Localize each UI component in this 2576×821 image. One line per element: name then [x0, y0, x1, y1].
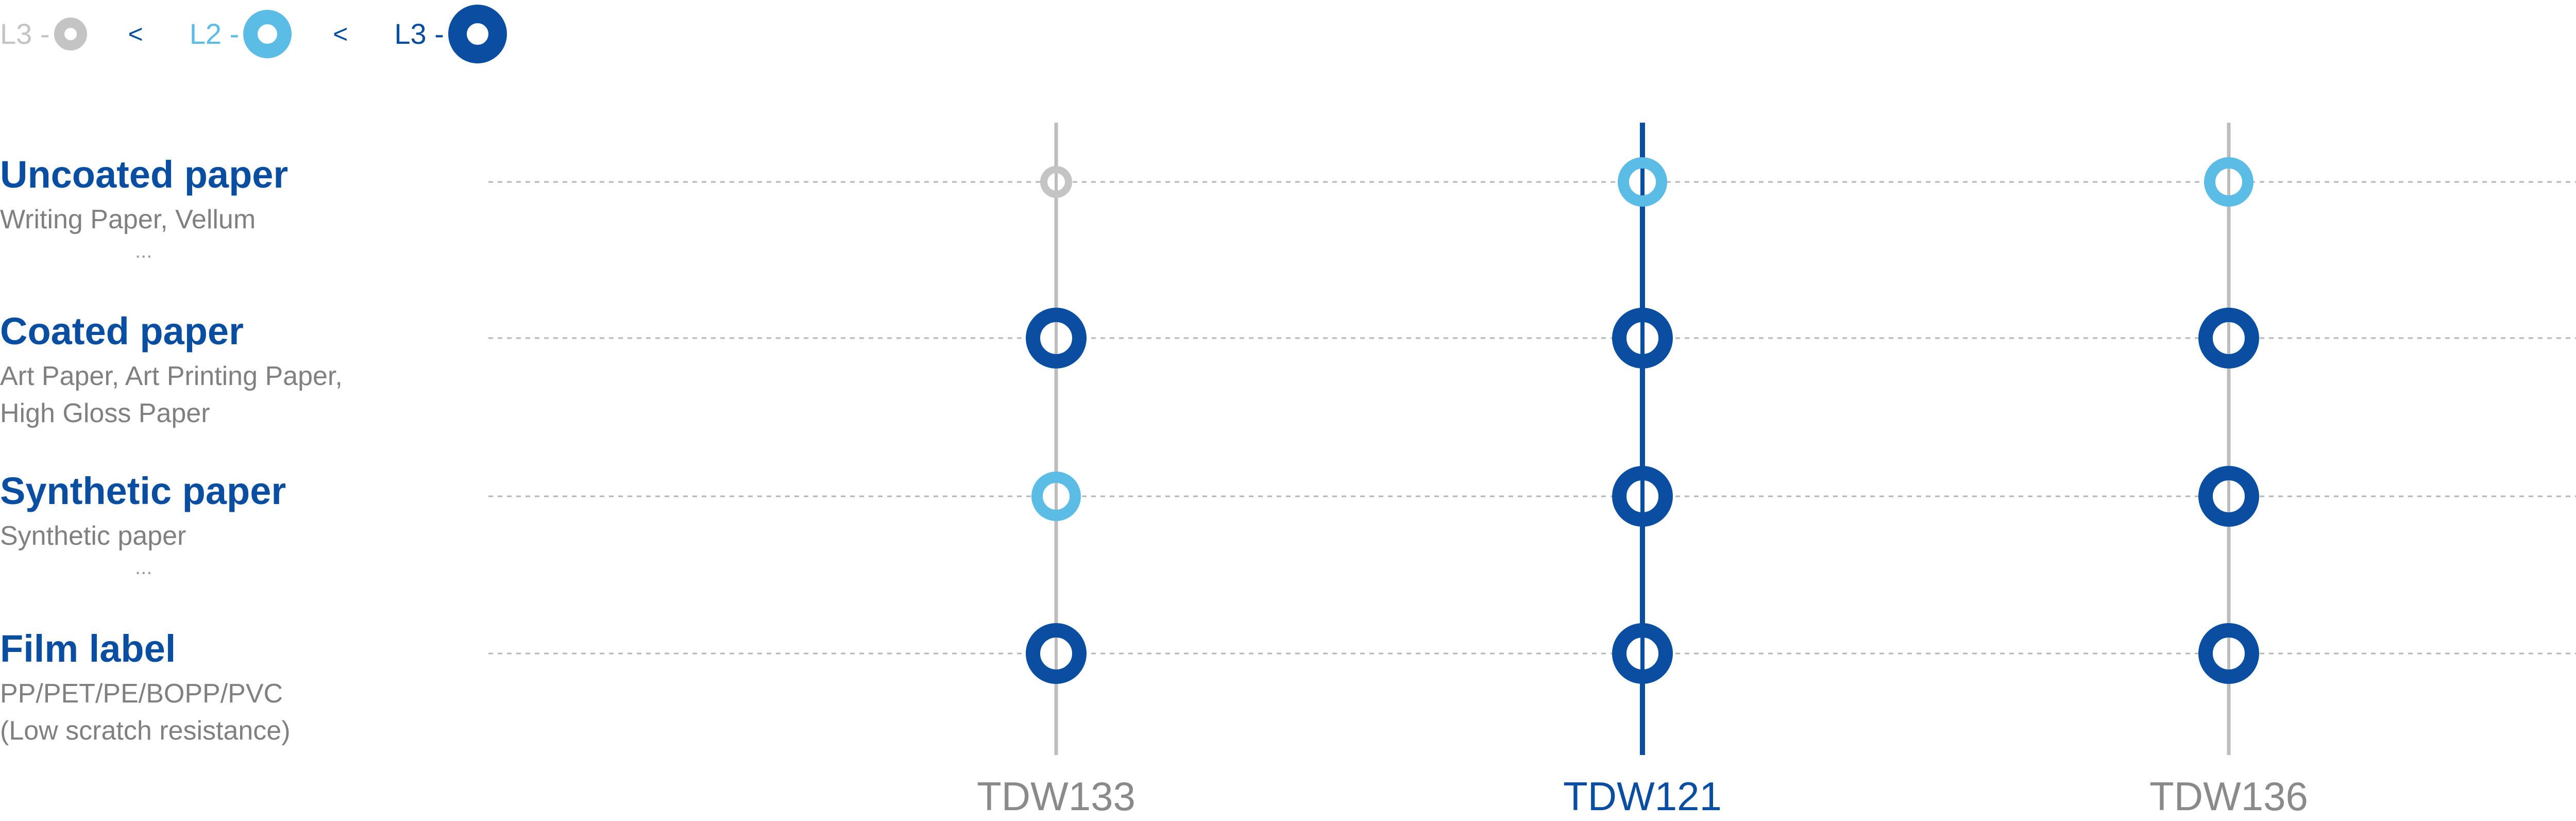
- legend-label-high: L3 -: [394, 18, 444, 50]
- row-subtitle: Synthetic paper: [0, 521, 187, 551]
- legend: L3 - < L2 - < L3 -: [0, 5, 507, 63]
- legend-item-low: L3 -: [0, 18, 87, 51]
- row-more: ...: [135, 556, 152, 579]
- legend-item-mid: L2 -: [190, 10, 292, 58]
- row-subtitle: High Gloss Paper: [0, 398, 210, 428]
- row-title: Film label: [0, 627, 176, 670]
- row-label-coated: Coated paper Art Paper, Art Printing Pap…: [0, 312, 343, 432]
- legend-marker-low: [54, 18, 87, 51]
- row-label-uncoated: Uncoated paper Writing Paper, Vellum ...: [0, 156, 288, 264]
- row-title: Synthetic paper: [0, 470, 286, 512]
- row-subtitle: PP/PET/PE/BOPP/PVC: [0, 679, 283, 709]
- category-label: TDW121: [1563, 774, 1722, 819]
- row-label-synthetic: Synthetic paper Synthetic paper ...: [0, 472, 286, 580]
- legend-label-low: L3 -: [0, 18, 50, 50]
- legend-label-mid: L2 -: [189, 18, 240, 50]
- legend-separator: <: [128, 20, 143, 48]
- row-subtitle: (Low scratch resistance): [0, 716, 291, 746]
- row-label-film: Film label PP/PET/PE/BOPP/PVC (Low scrat…: [0, 630, 291, 749]
- row-subtitle: Art Paper, Art Printing Paper,: [0, 361, 343, 391]
- legend-item-high: L3 -: [394, 5, 507, 63]
- row-subtitle: Writing Paper, Vellum: [0, 205, 256, 234]
- row-title: Coated paper: [0, 310, 244, 353]
- legend-separator: <: [333, 20, 348, 48]
- category-label: TDW133: [977, 774, 1136, 819]
- row-title: Uncoated paper: [0, 153, 289, 196]
- row-more: ...: [135, 240, 152, 262]
- category-label: TDW136: [2149, 774, 2308, 819]
